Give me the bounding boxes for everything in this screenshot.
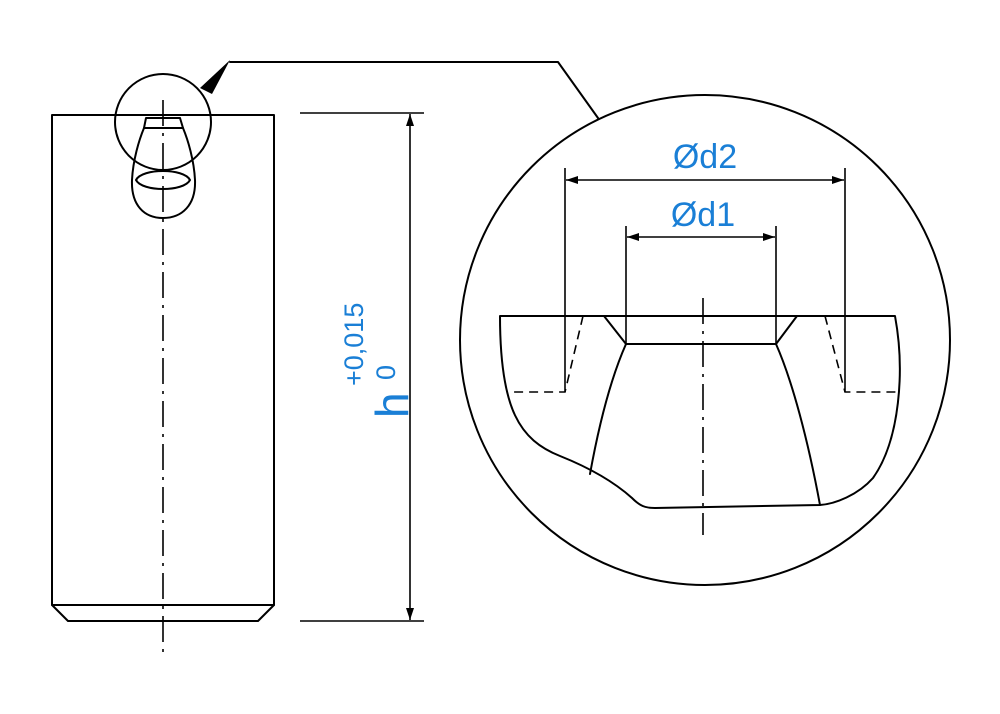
detail-circle-large <box>459 94 951 586</box>
countersink-left <box>603 315 627 345</box>
hole-taper <box>130 117 197 219</box>
section-break-outline <box>499 315 901 509</box>
height-symbol: h <box>366 392 418 418</box>
hidden-edge-right <box>824 315 900 393</box>
leader-arrowhead <box>200 60 230 94</box>
detail-view: Ød2 Ød1 <box>459 94 951 586</box>
hole-wall-right <box>775 343 821 506</box>
height-dimension: h +0,015 0 <box>300 112 424 622</box>
detail-leader <box>200 60 599 119</box>
hole-bottom-ellipse <box>135 170 191 190</box>
countersink-right <box>775 315 798 345</box>
part-side-view <box>51 73 275 655</box>
hidden-edge-left <box>510 315 584 393</box>
height-tolerance-lower: 0 <box>371 365 401 380</box>
hole-wall-left <box>589 343 627 475</box>
leader-line <box>229 61 599 119</box>
detail-circle-small <box>114 73 212 171</box>
d2-label: Ød2 <box>673 138 737 176</box>
d1-label: Ød1 <box>671 196 735 234</box>
height-tolerance-upper: +0,015 <box>339 303 369 386</box>
